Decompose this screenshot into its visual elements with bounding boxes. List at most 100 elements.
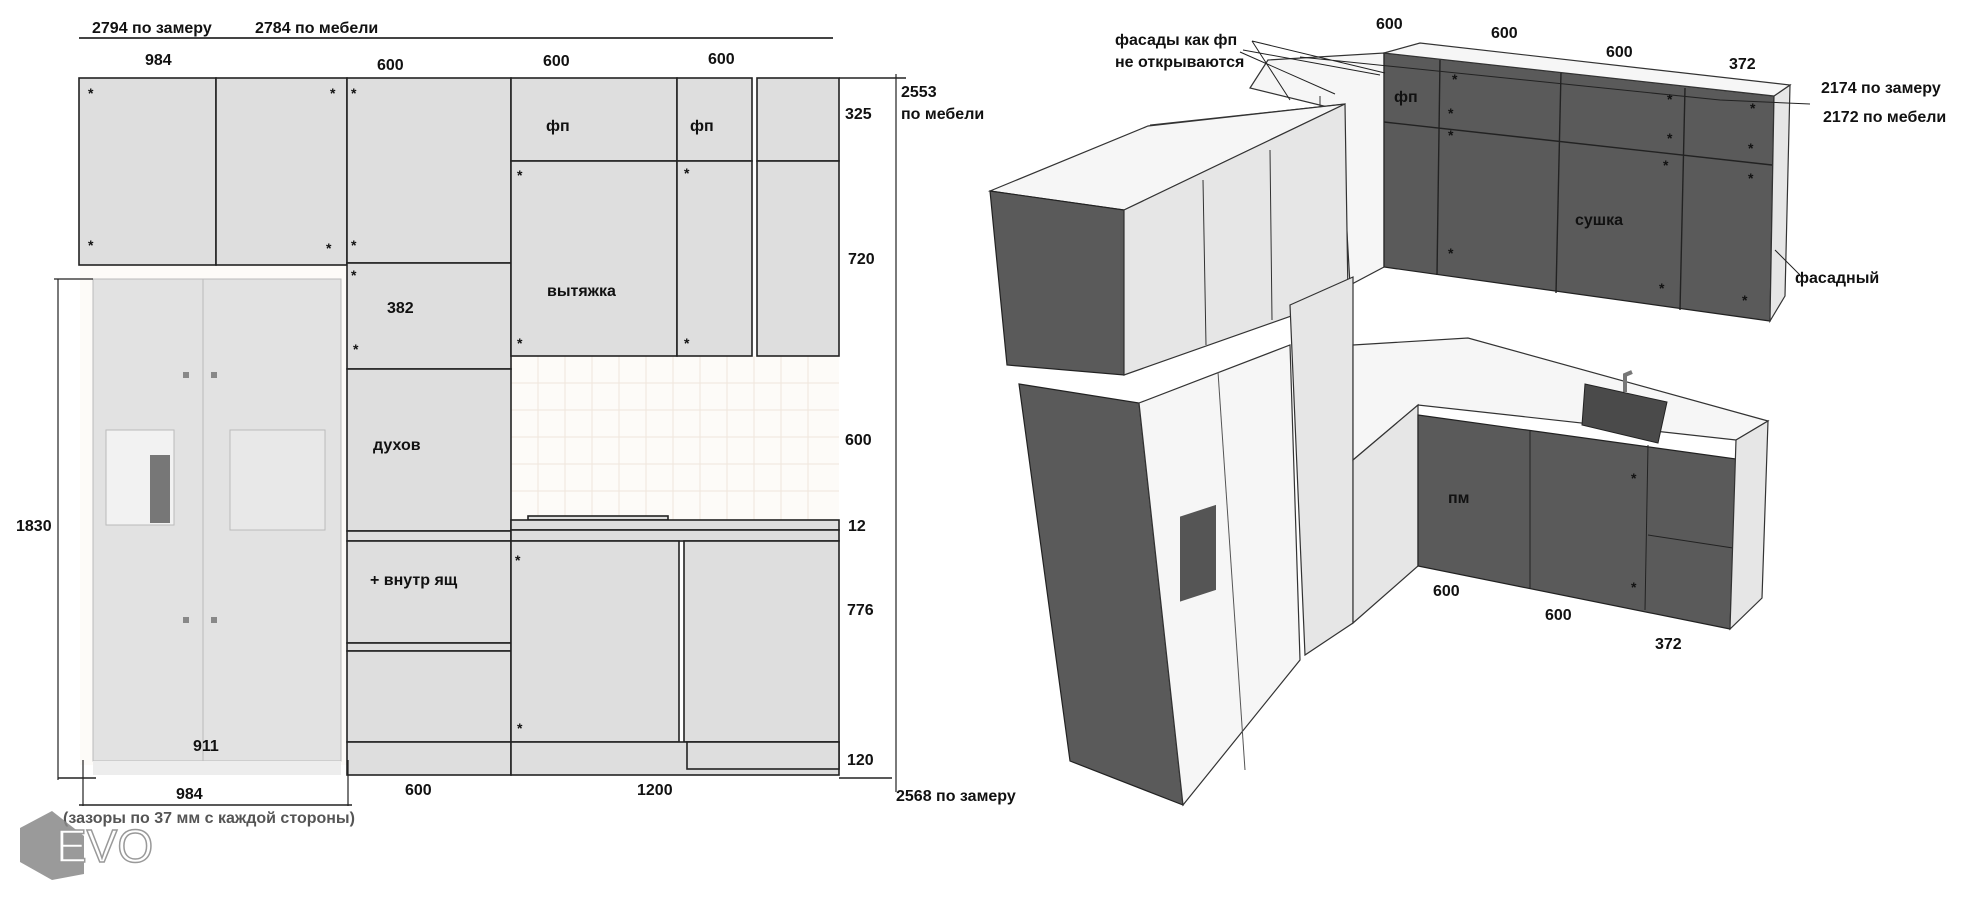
tall-column-382 xyxy=(346,262,512,370)
star-mark: * xyxy=(517,335,523,351)
fridge xyxy=(92,278,342,775)
star-mark: * xyxy=(1742,292,1748,308)
evo-logo: EVO xyxy=(20,811,154,880)
star-mark: * xyxy=(1631,470,1637,486)
logo-text: EVO xyxy=(56,820,153,872)
width-label: 1200 xyxy=(637,782,673,799)
base-end-panel xyxy=(1729,419,1769,631)
star-mark: * xyxy=(684,165,690,181)
furniture-label: 2172 по мебели xyxy=(1823,109,1946,126)
height-label: 325 xyxy=(845,106,872,123)
cabinet-top xyxy=(1383,42,1792,97)
fridge-width-label: 911 xyxy=(193,738,219,755)
drawer-front xyxy=(346,650,512,743)
height-label: 120 xyxy=(847,752,874,769)
star-mark: * xyxy=(1452,71,1458,87)
width-label: 600 xyxy=(1376,16,1403,33)
star-mark: * xyxy=(1748,140,1754,156)
label-fp: фп xyxy=(1394,89,1418,106)
width-label: 984 xyxy=(176,786,203,803)
star-mark: * xyxy=(1667,91,1673,107)
star-mark: * xyxy=(684,335,690,351)
wall-cabinet-door xyxy=(78,77,217,266)
tall-column-band xyxy=(346,530,512,542)
label-dryer: сушка xyxy=(1575,212,1623,229)
star-mark: * xyxy=(1659,280,1665,296)
width-label: 600 xyxy=(1545,607,1572,624)
width-label: 600 xyxy=(405,782,432,799)
countertop xyxy=(510,519,840,531)
label-382: 382 xyxy=(387,300,414,317)
star-mark: * xyxy=(1663,157,1669,173)
star-mark: * xyxy=(1448,245,1454,261)
star-mark: * xyxy=(88,237,94,253)
width-label: 372 xyxy=(1655,636,1682,653)
width-label: 600 xyxy=(1433,583,1460,600)
plinth xyxy=(346,741,512,776)
front-elevation: 2794 по замеру 2784 по мебели 984 600 60… xyxy=(16,20,1016,827)
star-mark: * xyxy=(517,720,523,736)
hinge-marks: * * * * * * * * * * * * * * xyxy=(1448,71,1756,595)
height-label: 12 xyxy=(848,518,866,535)
width-label: 984 xyxy=(145,52,172,69)
total-height-caption: по мебели xyxy=(901,106,984,123)
gap-note: (зазоры по 37 мм с каждой стороны) xyxy=(63,810,355,827)
star-mark: * xyxy=(88,85,94,101)
isometric-view: * * * * * * * * * * * * * * фасады как ф… xyxy=(987,16,1946,807)
width-label: 600 xyxy=(543,53,570,70)
sink xyxy=(1581,383,1668,444)
wall-cabinet-door xyxy=(756,160,840,357)
countertop-band xyxy=(510,529,840,542)
drawer-front xyxy=(346,540,512,644)
label-oven: духов xyxy=(373,437,421,454)
label-inner-drawer: + внутр ящ xyxy=(370,572,458,589)
width-label: 600 xyxy=(1606,44,1633,61)
base-door xyxy=(510,540,680,743)
hood-cabinet xyxy=(510,160,678,357)
tall-column-door xyxy=(346,77,512,264)
wall-cabinet-door xyxy=(676,160,753,357)
star-mark: * xyxy=(515,552,521,568)
facade-note-line2: не открываются xyxy=(1115,54,1244,71)
upper-panel xyxy=(756,77,840,162)
upper-box-side xyxy=(989,190,1125,376)
star-mark: * xyxy=(1748,170,1754,186)
base-fronts xyxy=(1417,414,1737,630)
leader-lines xyxy=(1239,40,1811,276)
star-mark: * xyxy=(517,167,523,183)
top-measured-label: 2794 по замеру xyxy=(92,20,212,37)
base-door xyxy=(683,540,840,743)
label-fp: фп xyxy=(690,118,714,135)
oven-niche xyxy=(346,368,512,532)
star-mark: * xyxy=(351,85,357,101)
plinth-insert xyxy=(686,741,840,770)
lift-door-fp xyxy=(510,77,678,162)
fridge-front xyxy=(1138,344,1301,807)
star-mark: * xyxy=(353,341,359,357)
star-mark: * xyxy=(1448,127,1454,143)
total-height-value: 2553 xyxy=(901,84,937,101)
width-label: 372 xyxy=(1729,56,1756,73)
height-label: 720 xyxy=(848,251,875,268)
label-fp: фп xyxy=(546,118,570,135)
faucet xyxy=(1623,370,1633,392)
star-mark: * xyxy=(1750,100,1756,116)
measured-label: 2174 по замеру xyxy=(1821,80,1941,97)
drawer-gap xyxy=(346,642,512,652)
wall-cabinet-door xyxy=(215,77,348,266)
width-label: 600 xyxy=(708,51,735,68)
star-mark: * xyxy=(351,267,357,283)
back-wall-cabinets xyxy=(1383,52,1775,322)
star-mark: * xyxy=(1631,579,1637,595)
height-label: 600 xyxy=(845,432,872,449)
tall-column xyxy=(1289,276,1354,657)
height-label: 776 xyxy=(847,602,874,619)
ice-dispenser xyxy=(1180,504,1216,602)
facade-note-line1: фасады как фп xyxy=(1115,32,1237,49)
facade-end-panel xyxy=(1769,83,1791,324)
width-label: 600 xyxy=(1491,25,1518,42)
label-hood: вытяжка xyxy=(547,283,616,300)
star-mark: * xyxy=(351,237,357,253)
star-mark: * xyxy=(326,240,332,256)
